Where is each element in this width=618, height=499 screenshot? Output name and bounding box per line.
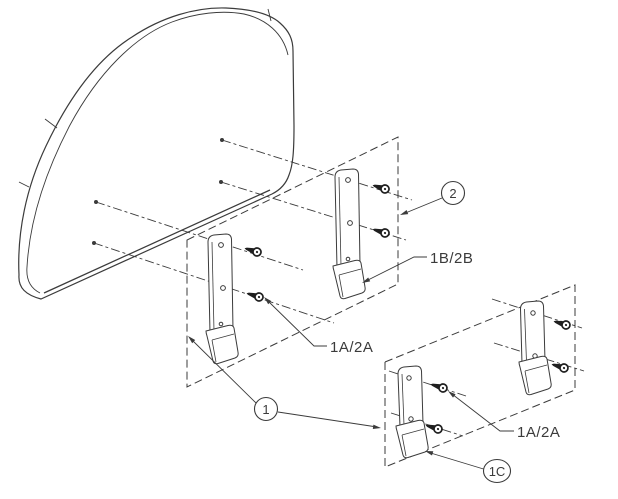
hook-bracket-main-left xyxy=(205,233,239,365)
bracket-bar-edge xyxy=(211,241,215,332)
bracket-hole xyxy=(530,310,536,316)
screw xyxy=(370,224,391,239)
arrowhead xyxy=(400,210,409,215)
balloon-circle xyxy=(440,180,466,206)
arrowhead xyxy=(372,424,381,429)
balloon-1: 1 xyxy=(253,396,279,422)
shell-outline xyxy=(18,7,295,300)
axis-line xyxy=(220,181,407,241)
label-1a2a-lower: 1A/2A xyxy=(517,424,560,441)
bracket-foot xyxy=(395,419,429,459)
bracket-hole xyxy=(408,416,414,422)
screw xyxy=(244,288,265,303)
bracket-hole xyxy=(406,375,412,381)
hook-bracket-lower-left xyxy=(395,365,429,459)
balloon-1c: 1C xyxy=(482,458,512,484)
bracket-hole xyxy=(218,321,224,327)
backrest-shell xyxy=(18,7,295,300)
shell-seam-tick xyxy=(44,118,58,129)
bracket-bar xyxy=(334,168,361,269)
arrowhead xyxy=(425,451,434,456)
leader-line xyxy=(277,411,378,428)
leader-line xyxy=(428,452,484,470)
bracket-hole xyxy=(347,220,353,226)
screw xyxy=(242,243,263,258)
bracket-foot-edge xyxy=(338,268,362,298)
bracket-bar xyxy=(207,233,234,334)
bracket-foot-edge xyxy=(401,428,425,457)
balloon-circle xyxy=(253,396,279,422)
hook-bracket-lower-right xyxy=(518,300,552,396)
bracket-bar xyxy=(397,365,424,428)
callout-balloons: 2 1 1C xyxy=(253,180,512,484)
bracket-hole xyxy=(345,256,351,262)
mounting-plane-lower xyxy=(384,284,576,468)
bracket-hole xyxy=(220,285,226,291)
arrowhead xyxy=(362,277,371,283)
bracket-foot-edge xyxy=(524,364,548,394)
axis-line xyxy=(493,342,585,372)
arrowhead xyxy=(188,336,196,344)
leader-line xyxy=(451,393,514,432)
shell-seam-tick xyxy=(267,8,272,22)
bracket-foot xyxy=(518,355,552,396)
arrowhead xyxy=(264,297,272,305)
bracket-bar xyxy=(519,300,546,365)
arrowhead xyxy=(448,391,456,398)
screw xyxy=(370,180,391,195)
balloon-circle xyxy=(482,458,512,484)
hook-bracket-main-right xyxy=(332,168,366,300)
axis-line xyxy=(95,201,304,271)
bracket-hole xyxy=(218,242,224,248)
shell-inner-rim xyxy=(26,11,289,294)
shell-seam-tick xyxy=(18,181,30,188)
screw xyxy=(423,420,444,435)
leader-line xyxy=(267,300,327,347)
bracket-hole xyxy=(345,177,351,183)
leader-line xyxy=(191,339,257,404)
mounting-plane-main xyxy=(186,136,399,388)
label-1a2a-main: 1A/2A xyxy=(330,339,373,356)
bracket-bar-edge xyxy=(524,308,527,363)
bracket-bar-edge xyxy=(338,176,342,267)
label-1b2b: 1B/2B xyxy=(430,250,473,267)
bracket-bar-edge xyxy=(401,373,405,426)
balloon-2: 2 xyxy=(440,180,466,206)
bracket-foot-edge xyxy=(211,333,235,363)
leader-line xyxy=(365,256,427,282)
leader-line xyxy=(402,197,443,215)
mounting-planes xyxy=(186,136,576,468)
balloon-number: 2 xyxy=(449,186,456,201)
screw xyxy=(549,359,570,374)
bracket-foot xyxy=(332,259,366,300)
screw xyxy=(428,379,449,394)
leader-lines xyxy=(188,197,514,470)
part-labels: 1B/2B 1A/2A 1A/2A xyxy=(330,250,560,441)
balloon-number: 1 xyxy=(262,402,269,417)
balloon-number: 1C xyxy=(489,464,506,479)
shell-bottom-rim xyxy=(43,189,271,294)
